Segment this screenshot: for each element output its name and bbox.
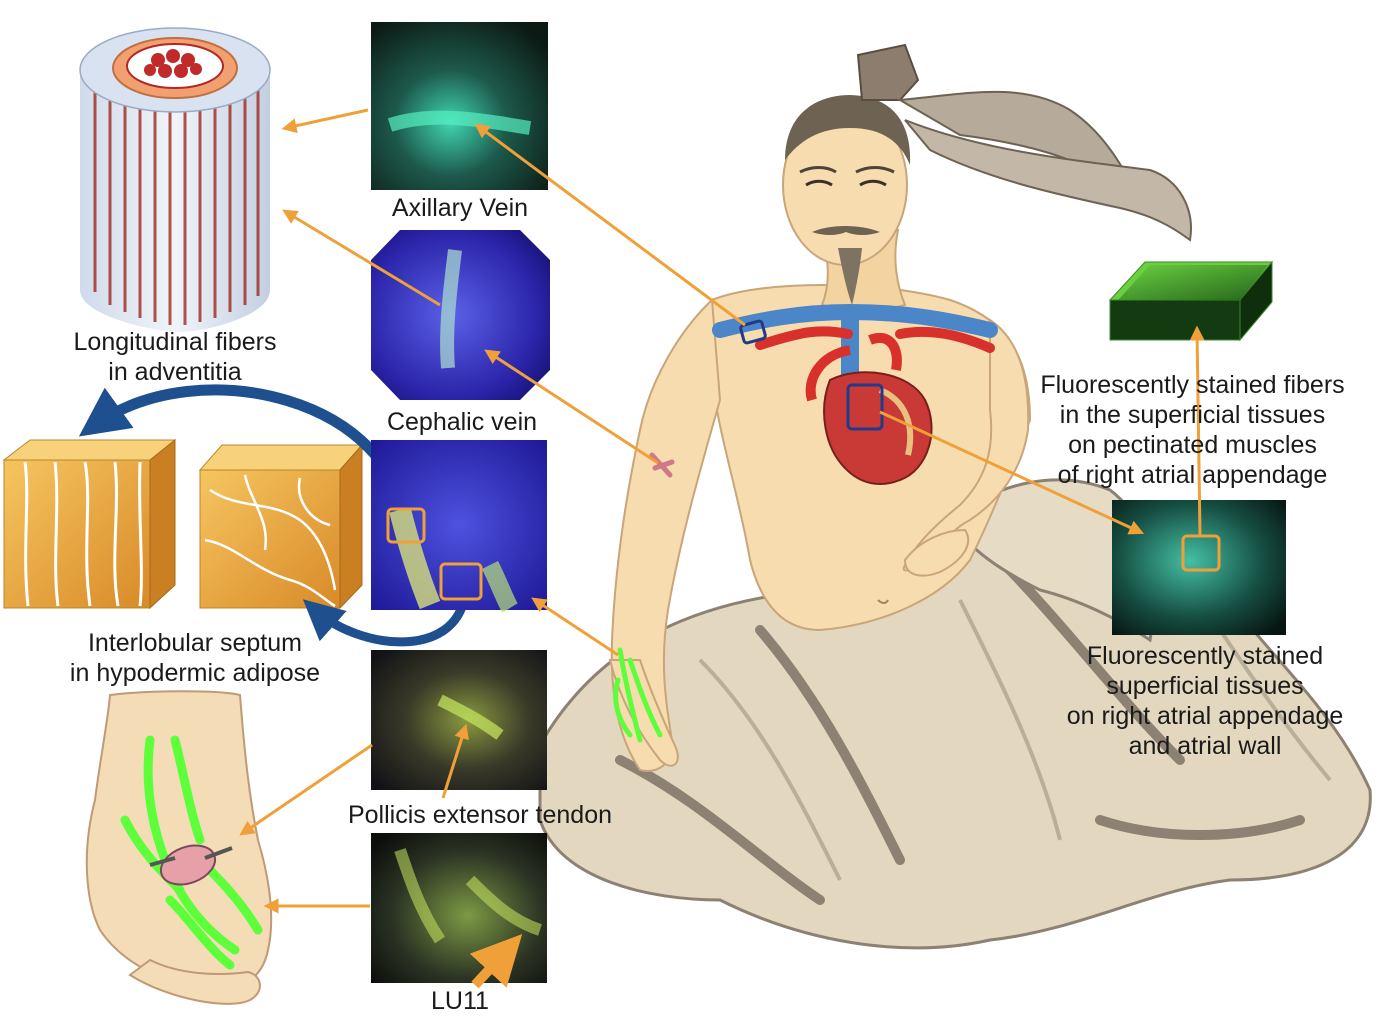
arrow-body-to-axillary-photo <box>474 123 746 327</box>
label-line: in the superficial tissues <box>1059 401 1326 429</box>
hair-crown <box>856 43 920 101</box>
label-longitudinal-fibers: Longitudinal fibers in adventitia <box>30 327 320 387</box>
arrow-hand-to-adipose-photo <box>531 597 619 657</box>
label-line: on right atrial appendage <box>1066 702 1344 730</box>
label-interlobular-septum: Interlobular septum in hypodermic adipos… <box>25 628 365 688</box>
fluorescent-trace <box>481 560 518 613</box>
hand-right <box>903 528 970 577</box>
atrial-highlight-box <box>1181 534 1221 572</box>
fluorescent-trace <box>387 110 532 135</box>
label-fluorescent-tissues: Fluorescently stained superficial tissue… <box>1030 641 1380 761</box>
label-lu11: LU11 <box>431 987 489 1015</box>
eye <box>805 179 887 187</box>
arm-left <box>610 297 722 772</box>
label-line: of right atrial appendage <box>1057 461 1328 489</box>
atrial-appendage-marker <box>846 383 884 431</box>
label-line: in adventitia <box>108 358 242 386</box>
arrow-heart-to-atrial-photo <box>879 410 1145 535</box>
mustache <box>812 226 880 235</box>
arrow-body-to-cephalic-photo <box>484 349 659 465</box>
fluorescent-meridian <box>613 647 663 743</box>
hair <box>785 95 911 165</box>
beard <box>838 248 862 305</box>
label-line: Interlobular septum <box>87 629 302 657</box>
adipose-highlight-box <box>386 507 426 544</box>
seated-figure-illustration <box>538 43 1372 950</box>
fiber-confocal-3d-render <box>1108 260 1274 342</box>
label-line: Longitudinal fibers <box>73 328 277 356</box>
fluorescent-trace <box>389 507 441 610</box>
vessel-cylinder-illustration <box>79 27 271 332</box>
label-pollicis-extensor-tendon: Pollicis extensor tendon <box>347 801 613 829</box>
label-line: on pectinated muscles <box>1068 431 1317 459</box>
robe-fold <box>615 555 1305 905</box>
label-fluorescent-fibers: Fluorescently stained fibers in the supe… <box>1005 370 1380 490</box>
arrow-axillary-photo-to-cylinder <box>281 108 369 134</box>
arrow-tendon-label-to-photo <box>441 723 470 799</box>
hair-ribbon <box>904 119 1192 242</box>
fluorescent-trace <box>440 249 462 369</box>
label-line: superficial tissues <box>1106 672 1304 700</box>
lu11-point-arrow <box>469 933 523 989</box>
fluorescent-trace <box>437 694 504 740</box>
hand-wrist-illustration <box>85 690 273 1005</box>
fluorescent-trace <box>394 848 543 944</box>
label-cephalic-vein: Cephalic vein <box>386 408 538 436</box>
arrow-atrial-box-to-render <box>1189 325 1205 536</box>
adipose-cube-longitudinal <box>2 438 177 610</box>
label-line: Fluorescently stained <box>1086 642 1324 670</box>
photo-pollicis-extensor-tendon <box>371 650 547 790</box>
label-line: in hypodermic adipose <box>69 659 321 687</box>
arrow-tendon-photo-to-hand <box>239 743 373 836</box>
heart-highlight <box>878 387 914 456</box>
heart-and-vessels <box>712 303 998 485</box>
artery <box>755 326 995 353</box>
axillary-vein-marker <box>739 319 767 345</box>
label-line: and atrial wall <box>1128 732 1282 760</box>
eyebrow <box>799 166 895 174</box>
orange-arrows <box>239 108 1205 914</box>
curved-arrow-to-network-cube <box>302 594 470 647</box>
navel <box>877 599 889 604</box>
cephalic-puncture <box>649 452 675 478</box>
arrow-cephalic-photo-to-cylinder <box>282 209 441 307</box>
adipose-highlight-box <box>439 562 483 601</box>
label-axillary-vein: Axillary Vein <box>391 194 529 222</box>
photo-axillary-vein <box>371 22 548 190</box>
label-line: Fluorescently stained fibers <box>1040 371 1345 399</box>
artery <box>805 333 902 402</box>
adipose-cube-network <box>198 443 364 610</box>
photo-cephalic-vein <box>371 230 550 400</box>
